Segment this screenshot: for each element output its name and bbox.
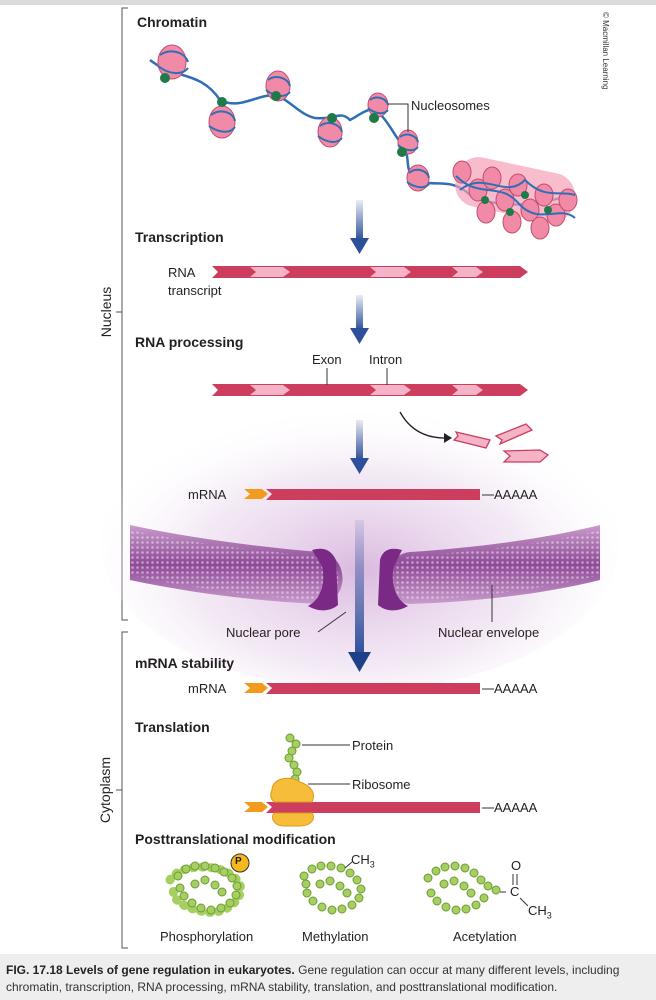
top-rule <box>0 0 656 5</box>
ribosome-label: Ribosome <box>352 777 411 792</box>
acetyl-methyl-label: CH3 <box>528 903 552 921</box>
ribosome-large-subunit <box>270 777 314 803</box>
nucleosome <box>265 70 291 102</box>
chromatin-fiber <box>149 44 578 240</box>
figure-label: FIG. 17.18 Levels of gene regulation in … <box>6 963 295 977</box>
section-heading-mrna-stability: mRNA stability <box>135 655 235 671</box>
process-arrow <box>350 295 369 344</box>
section-heading-rna-processing: RNA processing <box>135 334 244 350</box>
transcript-label: transcript <box>168 283 222 298</box>
protein-label: Protein <box>352 738 394 753</box>
oxygen-atom-label: O <box>511 858 522 873</box>
mrna-strand-cytoplasm <box>244 683 494 694</box>
nucleosome <box>397 129 419 157</box>
nucleosome <box>406 164 430 192</box>
nucleosome <box>208 97 236 139</box>
polya-tail-label: AAAAA <box>494 681 538 696</box>
nucleosomes-leader <box>388 103 409 132</box>
section-heading-chromatin: Chromatin <box>137 14 207 30</box>
excised-introns <box>399 411 550 463</box>
acetylation-label: Acetylation <box>453 929 517 944</box>
rna-label: RNA <box>168 265 196 280</box>
caption-text: Gene regulation can occur at many differ… <box>6 963 620 994</box>
process-arrow <box>350 200 369 254</box>
nuclear-envelope-label: Nuclear envelope <box>438 625 540 640</box>
export-arrow <box>348 520 371 672</box>
nuclear-pore <box>378 548 408 611</box>
nucleosome <box>157 44 189 83</box>
publisher-credit: © Macmillan Learning <box>601 12 610 90</box>
cytoplasm-bracket <box>116 631 128 949</box>
acetylated-protein <box>423 861 501 915</box>
phosphate-label: P <box>235 856 242 867</box>
methyl-bond <box>344 861 353 869</box>
ribosome-small-subunit <box>271 812 314 827</box>
section-heading-posttranslational: Posttranslational modification <box>135 831 336 847</box>
mrna-label: mRNA <box>188 487 227 502</box>
intron-label: Intron <box>369 352 403 367</box>
process-arrow <box>350 420 369 474</box>
methylation-label: Methylation <box>302 929 369 944</box>
phosphorylation-label: Phosphorylation <box>160 929 254 944</box>
cytoplasm-label: Cytoplasm <box>97 756 113 824</box>
carbon-atom-label: C <box>510 884 520 899</box>
exon-label: Exon <box>312 352 342 367</box>
acetyl-group-bonds <box>500 874 529 907</box>
nucleus-label: Nucleus <box>98 286 114 338</box>
nuclear-pore-label: Nuclear pore <box>226 625 301 640</box>
polya-tail-label: AAAAA <box>494 800 538 815</box>
section-heading-translation: Translation <box>135 719 210 735</box>
translation-complex <box>244 733 494 827</box>
phosphate-group <box>230 853 250 873</box>
nucleosome <box>367 92 389 123</box>
polya-tail-label: AAAAA <box>494 487 538 502</box>
methyl-group-label: CH3 <box>351 852 375 870</box>
pre-mrna-strand <box>212 368 528 396</box>
figure-caption: FIG. 17.18 Levels of gene regulation in … <box>0 954 656 1000</box>
nuclear-envelope <box>130 525 600 633</box>
phosphorylated-protein <box>165 861 245 917</box>
nucleus-bracket <box>116 7 128 621</box>
section-heading-transcription: Transcription <box>135 229 224 245</box>
nucleosomes-label: Nucleosomes <box>411 98 490 113</box>
mrna-label: mRNA <box>188 681 227 696</box>
condensed-chromatin-fiber <box>452 157 578 240</box>
nuclear-pore <box>308 548 338 611</box>
mrna-strand <box>244 489 494 500</box>
nucleosome <box>317 113 343 148</box>
rna-transcript-strand <box>212 266 528 278</box>
methylated-protein <box>299 861 366 915</box>
nuclear-pore-leader <box>317 611 347 633</box>
protein-chain <box>284 733 302 784</box>
